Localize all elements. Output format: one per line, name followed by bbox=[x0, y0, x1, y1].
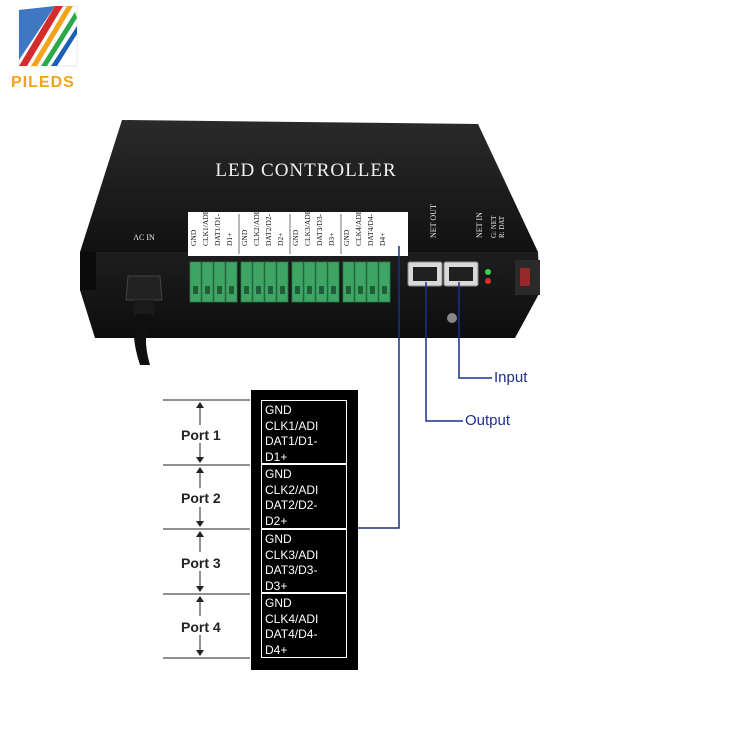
svg-text:G: NET: G: NET bbox=[490, 215, 498, 238]
terminal-slot bbox=[205, 286, 210, 294]
svg-text:NET IN: NET IN bbox=[475, 212, 484, 238]
terminal-label: GND bbox=[342, 229, 351, 246]
svg-text:NET OUT: NET OUT bbox=[429, 204, 438, 238]
terminal-slot bbox=[268, 286, 273, 294]
terminal-slot bbox=[358, 286, 363, 294]
pin-label: CLK3/ADI bbox=[265, 547, 319, 562]
terminal-screw bbox=[240, 261, 253, 303]
terminal-label: DAT1/D1- bbox=[213, 213, 222, 246]
terminal-slot bbox=[280, 286, 285, 294]
port-4-pins: GND CLK4/ADI DAT4/D4- D4+ bbox=[261, 593, 347, 658]
terminal-screw bbox=[354, 261, 367, 303]
net-led-icon bbox=[485, 269, 491, 275]
terminal-label: GND bbox=[291, 229, 300, 246]
terminal-label: GND bbox=[189, 229, 198, 246]
pin-label: DAT3/D3- bbox=[265, 563, 318, 577]
port-1-label: Port 1 bbox=[181, 427, 221, 443]
terminal-screw bbox=[378, 261, 391, 303]
terminal-screw bbox=[276, 261, 289, 303]
terminal-slot bbox=[382, 286, 387, 294]
terminal-blocks bbox=[189, 261, 391, 303]
port-2-label: Port 2 bbox=[181, 490, 221, 506]
terminal-label: CLK3/ADI bbox=[303, 211, 312, 246]
pin-label: GND bbox=[265, 403, 292, 417]
terminal-screw bbox=[264, 261, 277, 303]
port-4-label: Port 4 bbox=[181, 619, 221, 635]
brand-name: PILEDS bbox=[11, 74, 75, 91]
terminal-label-panel bbox=[188, 212, 408, 256]
pin-label: D3+ bbox=[265, 578, 288, 593]
terminal-screw bbox=[189, 261, 202, 303]
terminal-label: D1+ bbox=[225, 233, 234, 246]
brand-logo-icon bbox=[18, 5, 78, 67]
pin-label: D2+ bbox=[265, 513, 288, 528]
output-callout-label: Output bbox=[465, 412, 511, 429]
terminal-label: DAT4/D4- bbox=[366, 213, 375, 246]
terminal-label: CLK4/ADI bbox=[354, 211, 363, 246]
terminal-screw bbox=[201, 261, 214, 303]
terminal-label: DAT2/D2- bbox=[264, 213, 273, 246]
terminal-screw bbox=[225, 261, 238, 303]
pin-label: DAT1/D1- bbox=[265, 434, 318, 448]
terminal-screw bbox=[366, 261, 379, 303]
terminal-label: GND bbox=[240, 229, 249, 246]
port-1-pins: GND CLK1/ADI DAT1/D1- D1+ bbox=[261, 400, 347, 464]
pin-label: DAT4/D4- bbox=[265, 627, 318, 641]
input-callout-label: Input bbox=[494, 369, 528, 386]
terminal-slot bbox=[370, 286, 375, 294]
terminal-slot bbox=[193, 286, 198, 294]
pin-label: CLK1/ADI bbox=[265, 418, 319, 433]
terminal-label: D2+ bbox=[276, 233, 285, 246]
pin-label: GND bbox=[265, 467, 292, 481]
pin-label: GND bbox=[265, 596, 292, 610]
terminal-slot bbox=[295, 286, 300, 294]
terminal-screw bbox=[342, 261, 355, 303]
port-3-pins: GND CLK3/ADI DAT3/D3- D3+ bbox=[261, 529, 347, 593]
port-2-pins: GND CLK2/ADI DAT2/D2- D2+ bbox=[261, 464, 347, 529]
terminal-slot bbox=[319, 286, 324, 294]
svg-text:AC IN: AC IN bbox=[133, 233, 155, 242]
svg-text:R: DAT: R: DAT bbox=[498, 215, 506, 238]
device-title: LED CONTROLLER bbox=[215, 160, 396, 181]
terminal-slot bbox=[307, 286, 312, 294]
terminal-screw bbox=[252, 261, 265, 303]
terminal-slot bbox=[229, 286, 234, 294]
terminal-slot bbox=[217, 286, 222, 294]
terminal-slot bbox=[256, 286, 261, 294]
port-callout-line bbox=[352, 246, 400, 529]
terminal-screw bbox=[315, 261, 328, 303]
terminal-slot bbox=[331, 286, 336, 294]
terminal-label: CLK2/ADI bbox=[252, 211, 261, 246]
ground-screw-icon bbox=[447, 313, 457, 323]
output-callout-line bbox=[425, 282, 463, 422]
pin-label: D4+ bbox=[265, 642, 288, 657]
pin-label: DAT2/D2- bbox=[265, 498, 318, 512]
port-3-label: Port 3 bbox=[181, 555, 221, 571]
pin-label: CLK2/ADI bbox=[265, 482, 319, 497]
terminal-slot bbox=[346, 286, 351, 294]
terminal-screw bbox=[303, 261, 316, 303]
pin-label: D1+ bbox=[265, 449, 288, 464]
terminal-label: D3+ bbox=[327, 233, 336, 246]
terminal-slot bbox=[244, 286, 249, 294]
input-callout-line bbox=[458, 282, 492, 379]
pin-label: GND bbox=[265, 532, 292, 546]
terminal-label: D4+ bbox=[378, 233, 387, 246]
terminal-label: DAT3/D3- bbox=[315, 213, 324, 246]
terminal-label: CLK1/ADI bbox=[201, 211, 210, 246]
ac-power-cable-icon bbox=[125, 275, 163, 365]
pin-assignment-table: GND CLK1/ADI DAT1/D1- D1+ GND CLK2/ADI D… bbox=[251, 390, 358, 670]
pin-label: CLK4/ADI bbox=[265, 611, 319, 626]
terminal-screw bbox=[213, 261, 226, 303]
dat-led-icon bbox=[485, 278, 491, 284]
terminal-screw bbox=[327, 261, 340, 303]
terminal-screw bbox=[291, 261, 304, 303]
